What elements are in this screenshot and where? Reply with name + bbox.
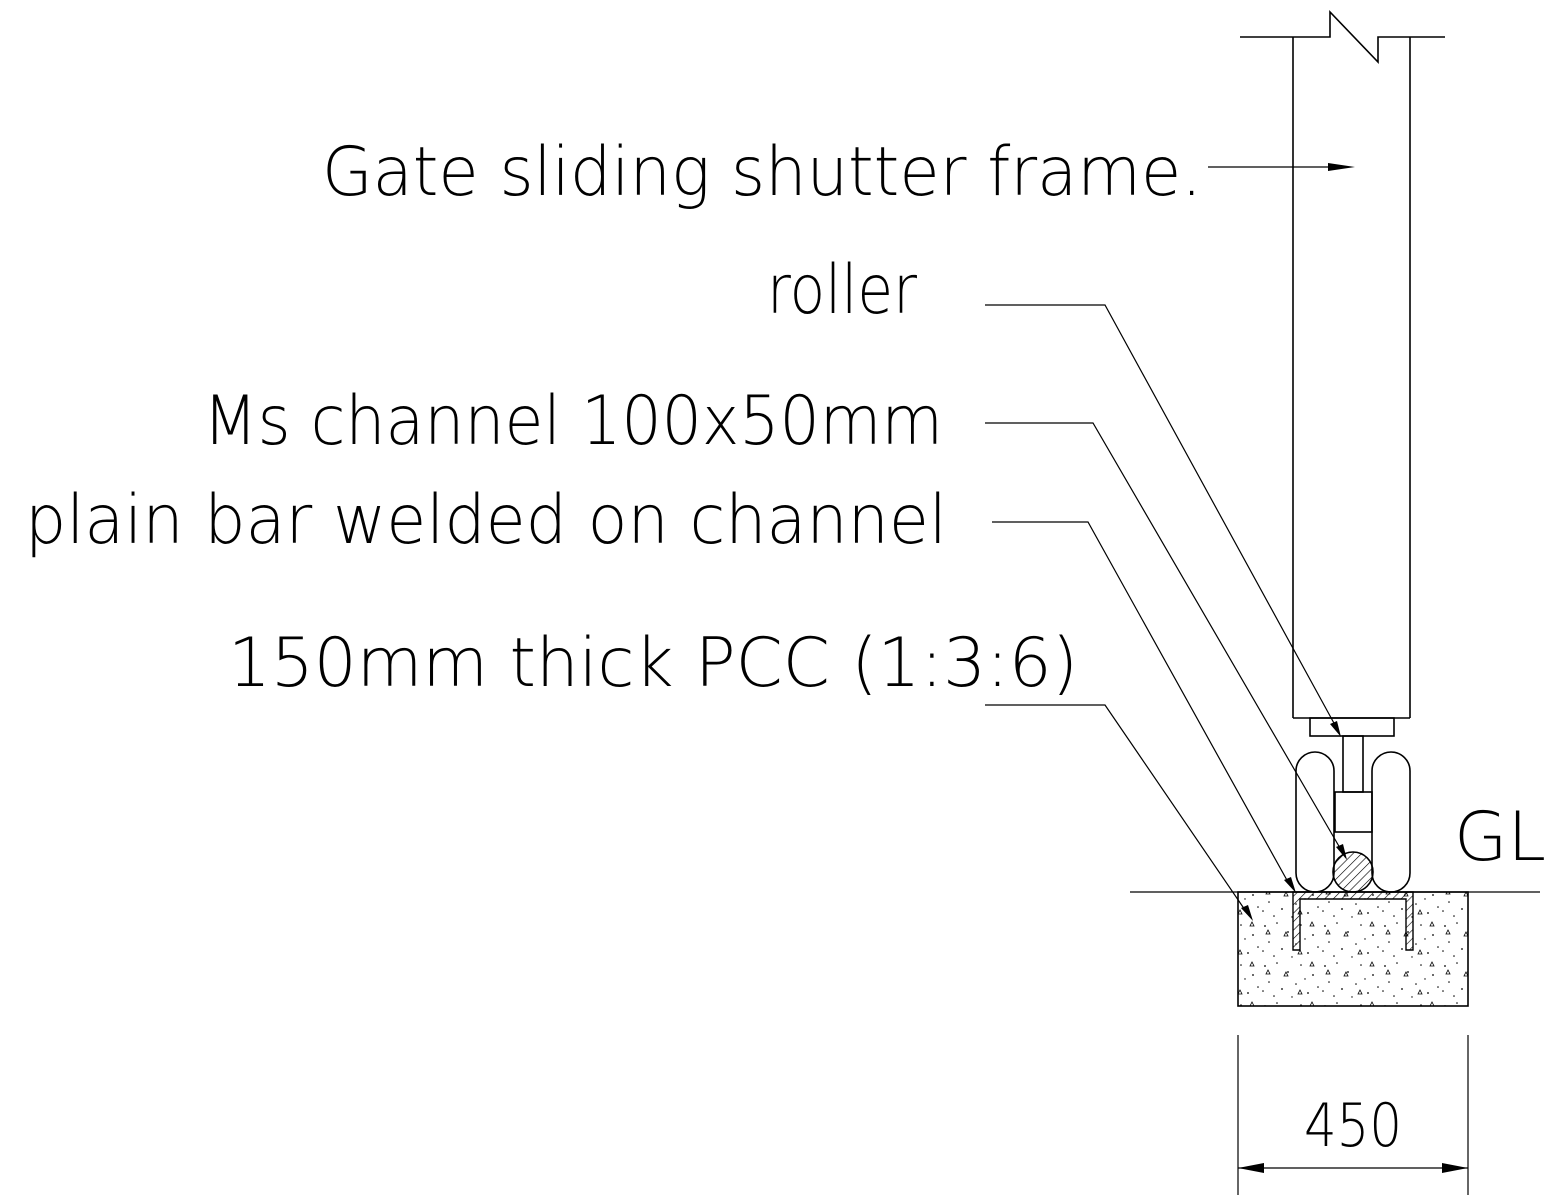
label-channel: Ms channel 100x50mm (203, 382, 943, 461)
roller-left (1295, 751, 1335, 893)
roller-right (1371, 751, 1411, 893)
dimension-450 (1237, 1035, 1469, 1195)
leader-frame (1208, 163, 1355, 171)
label-dimension: 450 (1304, 1091, 1402, 1161)
pcc-footing (1237, 891, 1469, 1007)
label-ground-level: GL (1454, 798, 1546, 877)
frame-break-line (1240, 10, 1445, 64)
leader-pcc (985, 704, 1253, 921)
roller-hub (1334, 791, 1373, 833)
plain-bar (1332, 851, 1374, 893)
label-bar: plain bar welded on channel (25, 481, 947, 560)
roller-axle-stem (1342, 735, 1364, 793)
label-frame: Gate sliding shutter frame. (322, 133, 1202, 212)
leader-channel (985, 422, 1347, 860)
label-roller: roller (767, 251, 917, 330)
roller-bracket-plate (1309, 717, 1395, 737)
leader-bar (992, 521, 1296, 893)
leader-roller (985, 304, 1341, 737)
ms-channel (1292, 891, 1414, 951)
label-pcc: 150mm thick PCC (1:3:6) (228, 624, 1078, 703)
